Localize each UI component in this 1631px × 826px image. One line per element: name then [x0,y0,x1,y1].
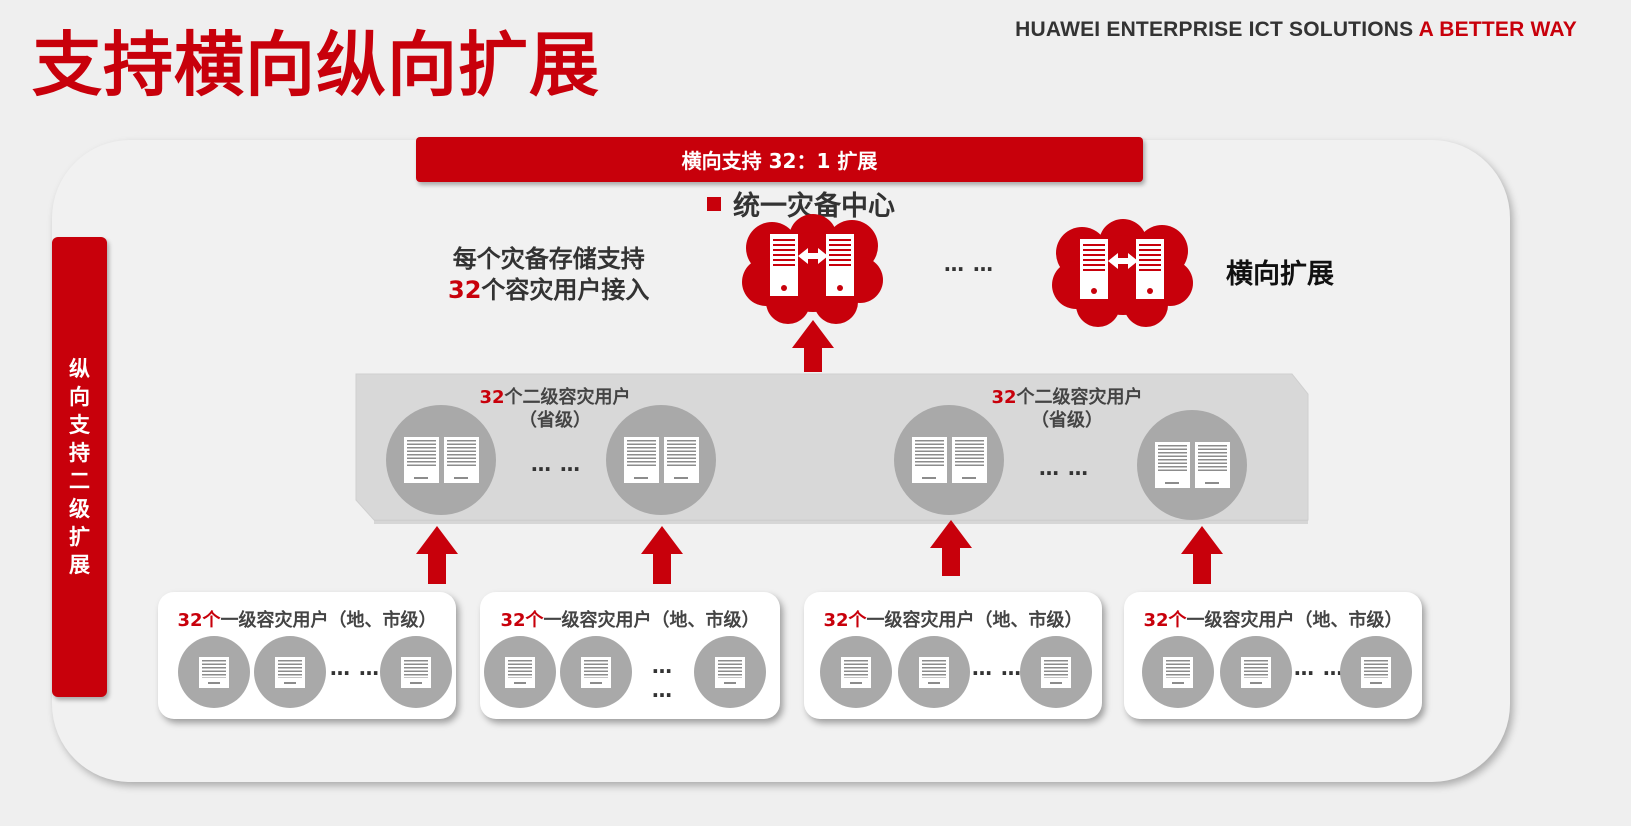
level2-text-1: 个二级容灾用户 [504,387,631,408]
level1-count-4: 32个 [1143,610,1187,631]
storage-server-icon [443,437,479,483]
vertical-scale-banner-text: 纵向支持二级扩展 [69,357,90,577]
capacity-note: 每个灾备存储支持 32个容灾用户接入 [448,244,649,306]
up-arrow-icon [792,320,834,372]
level1-storage-node [484,636,556,708]
level1-storage-node [560,636,632,708]
bullet-square-icon [707,196,721,211]
level1-group-box-2: 32个一级容灾用户（地、市级） … … [480,592,780,719]
storage-server-icon [1080,239,1164,299]
level1-storage-node [1340,636,1412,708]
storage-server-icon [841,656,871,688]
storage-server-icon [911,437,947,483]
storage-server-icon [401,656,431,688]
level1-group-box-4: 32个一级容灾用户（地、市级） … … [1124,592,1422,719]
level1-storage-node [898,636,970,708]
cloud-icon [1052,219,1193,327]
level1-ellipsis-1: … … [330,656,380,680]
up-arrow-icon [416,526,458,584]
storage-server-icon [1154,442,1190,488]
level2-group-label-1: 32个二级容灾用户 （省级） [470,386,640,432]
level2-storage-node [386,405,496,515]
horizontal-scale-banner-text: 横向支持 32：1 扩展 [681,149,878,173]
level2-ellipsis-2: … … [1039,456,1089,480]
brand-accent: A BETTER WAY [1418,18,1577,41]
level1-text-1: 一级容灾用户（地、市级） [220,610,437,631]
storage-server-icon [1241,656,1271,688]
level2-storage-node [894,405,1004,515]
level1-group-label-2: 32个一级容灾用户（地、市级） [480,606,780,632]
storage-server-icon [1163,656,1193,688]
storage-server-icon [1194,442,1230,488]
level2-text-2: 个二级容灾用户 [1016,387,1143,408]
level1-storage-node [178,636,250,708]
up-arrow-icon [1181,526,1223,584]
level2-group-label-1-main: 32个二级容灾用户 [470,386,640,409]
storage-server-icon [951,437,987,483]
level1-storage-node [1142,636,1214,708]
level2-sub-1: （省级） [519,410,591,431]
level1-text-2: 一级容灾用户（地、市级） [543,610,760,631]
level1-text-3: 一级容灾用户（地、市级） [866,610,1083,631]
horizontal-scale-label: 横向扩展 [1226,259,1334,290]
capacity-note-line2-text: 个容灾用户接入 [481,276,650,304]
center-ellipsis: … … [944,252,994,276]
storage-server-icon [403,437,439,483]
dr-center-cloud-2 [1052,219,1193,327]
cloud-icon [742,214,883,324]
level1-count-3: 32个 [823,610,867,631]
storage-server-icon [715,656,745,688]
level1-group-box-3: 32个一级容灾用户（地、市级） … … [804,592,1102,719]
storage-server-icon [581,656,611,688]
brand-main: HUAWEI ENTERPRISE ICT SOLUTIONS [1015,18,1414,41]
vertical-scale-banner: 纵向支持二级扩展 [52,237,107,697]
storage-server-icon [663,437,699,483]
storage-server-icon [623,437,659,483]
level2-band [355,373,1309,524]
level1-ellipsis-3: … … [972,656,1022,680]
level1-text-4: 一级容灾用户（地、市级） [1186,610,1403,631]
storage-server-icon [1361,656,1391,688]
capacity-note-line2: 32个容灾用户接入 [448,275,649,306]
level1-group-label-1: 32个一级容灾用户（地、市级） [158,606,456,632]
capacity-note-line1: 每个灾备存储支持 [452,245,645,273]
level2-group-label-2-main: 32个二级容灾用户 [982,386,1152,409]
level1-ellipsis-2: … … [652,654,673,702]
storage-server-icon [770,234,854,296]
brand-tagline: HUAWEI ENTERPRISE ICT SOLUTIONS A BETTER… [1015,18,1577,42]
level1-group-box-1: 32个一级容灾用户（地、市级） … … [158,592,456,719]
horizontal-scale-banner: 横向支持 32：1 扩展 [416,137,1143,182]
storage-server-icon [505,656,535,688]
page-title: 支持横向纵向扩展 [32,24,600,106]
capacity-note-count: 32 [448,276,482,304]
level1-storage-node [254,636,326,708]
level2-ellipsis-1: … … [531,452,581,476]
storage-server-icon [275,656,305,688]
level2-group-label-2: 32个二级容灾用户 （省级） [982,386,1152,432]
storage-server-icon [919,656,949,688]
dr-center-cloud-1 [742,214,883,324]
bidirectional-arrow-icon [798,248,828,264]
storage-server-icon [199,656,229,688]
up-arrow-icon [930,520,972,576]
up-arrow-icon [641,526,683,584]
level2-sub-2: （省级） [1031,410,1103,431]
level1-group-label-4: 32个一级容灾用户（地、市级） [1124,606,1422,632]
level1-count-2: 32个 [500,610,544,631]
level1-storage-node [1020,636,1092,708]
level1-group-label-3: 32个一级容灾用户（地、市级） [804,606,1102,632]
level2-count-2: 32 [991,387,1017,408]
level1-ellipsis-4: … … [1294,656,1344,680]
level1-storage-node [1220,636,1292,708]
level1-storage-node [694,636,766,708]
level2-storage-node [606,405,716,515]
level1-storage-node [380,636,452,708]
level2-count-1: 32 [479,387,505,408]
level2-storage-node [1137,410,1247,520]
bidirectional-arrow-icon [1108,253,1138,269]
storage-server-icon [1041,656,1071,688]
level1-count-1: 32个 [177,610,221,631]
level1-storage-node [820,636,892,708]
